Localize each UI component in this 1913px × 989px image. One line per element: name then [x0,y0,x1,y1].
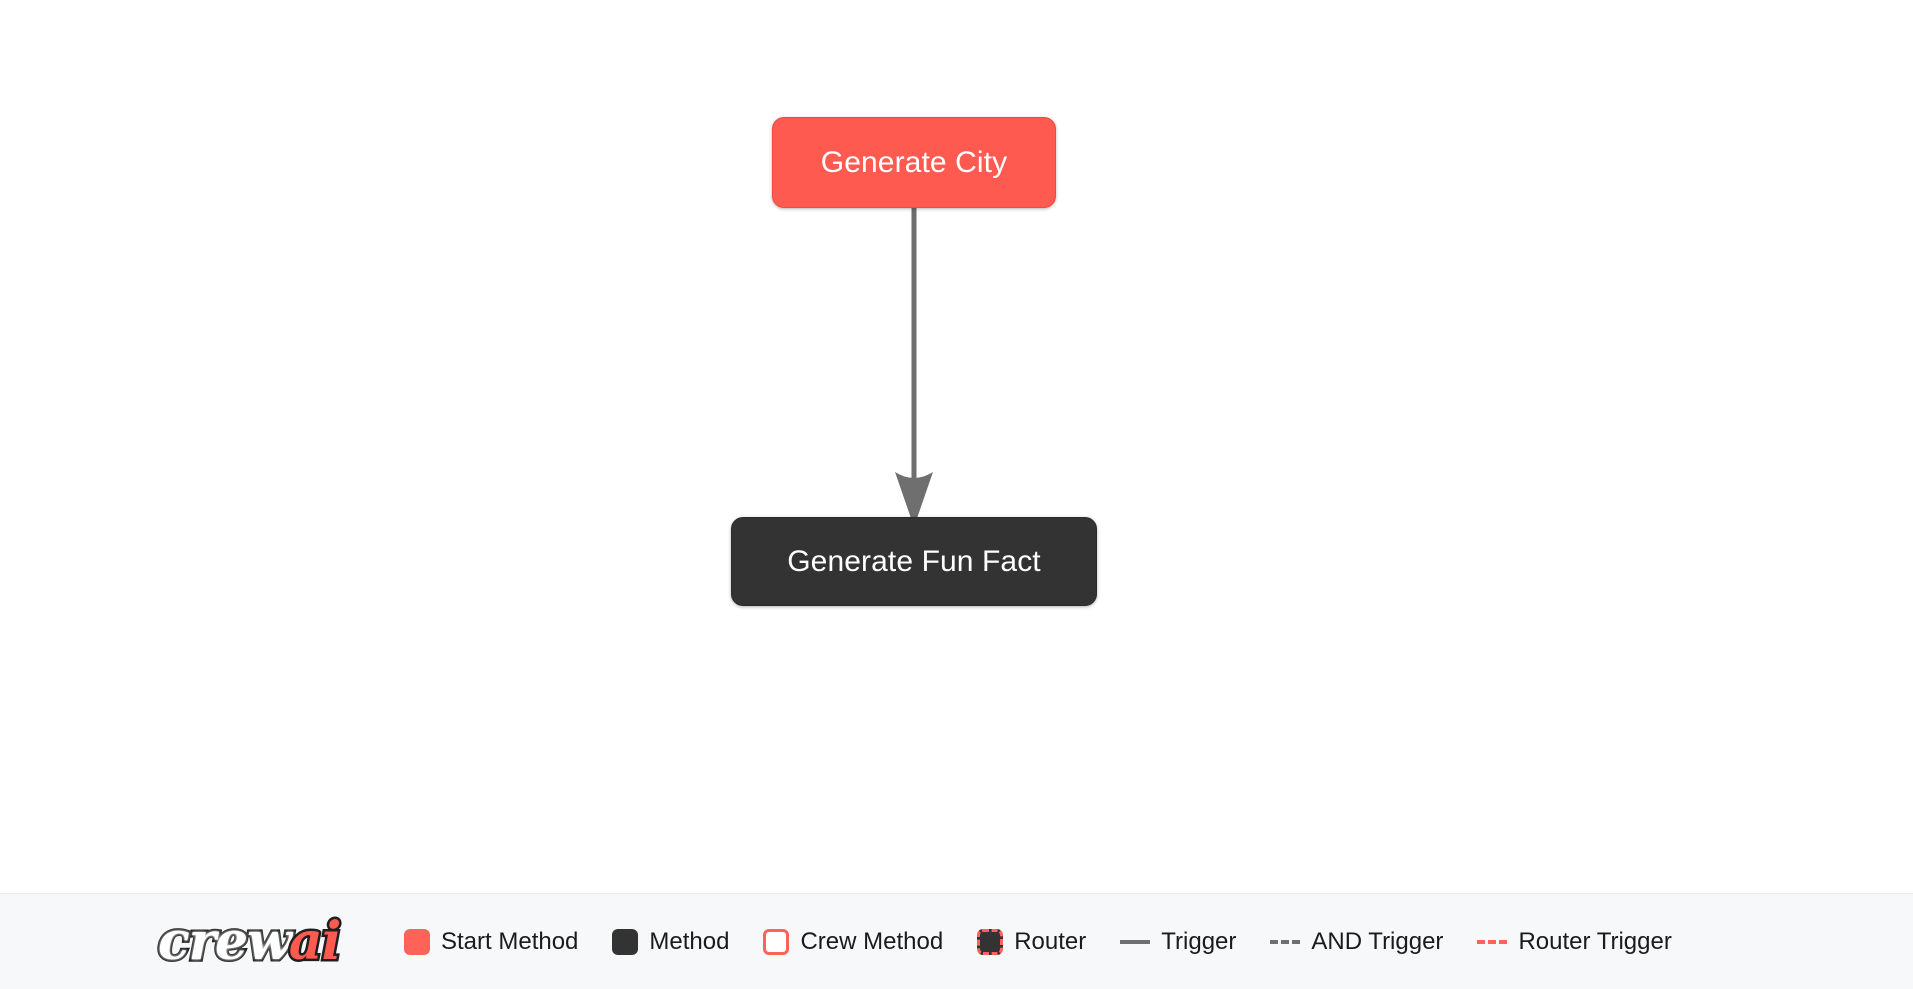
router-trigger-line-icon [1477,939,1508,944]
legend-item-router-trigger: Router Trigger [1477,927,1672,955]
legend-item-method: Method [612,927,730,955]
legend-item-router: Router [977,927,1087,955]
legend-item-label: Trigger [1161,927,1237,955]
flow-node-generate-fun-fact[interactable]: Generate Fun Fact [731,517,1097,606]
legend-item-label: Method [649,927,730,955]
legend-item-trigger: Trigger [1120,927,1237,955]
legend-bar: crew ai Start Method Method Crew Method … [0,893,1913,989]
legend-item-label: Router [1014,927,1087,955]
flow-node-label: Generate City [820,145,1008,179]
edge-generate-city-to-generate-fun-fact [895,208,933,527]
legend-item-and-trigger: AND Trigger [1270,927,1444,955]
crewai-logo-crew-text: crew [156,910,295,972]
router-swatch-icon [977,928,1004,955]
legend-item-label: Router Trigger [1518,927,1672,955]
flow-node-generate-city[interactable]: Generate City [772,117,1056,208]
start-method-swatch-icon [404,928,430,955]
flow-node-label: Generate Fun Fact [787,544,1041,578]
flow-canvas[interactable]: Generate City Generate Fun Fact [0,0,1913,893]
legend-item-label: Start Method [441,927,579,955]
legend-item-crew-method: Crew Method [763,927,944,955]
legend-item-start-method: Start Method [404,927,579,955]
crewai-logo-ai-text: ai [286,910,344,972]
and-trigger-line-icon [1270,939,1301,944]
legend-item-label: Crew Method [800,927,944,955]
crewai-logo: crew ai [156,910,344,972]
trigger-line-icon [1120,939,1151,944]
method-swatch-icon [612,928,639,955]
legend-items: Start Method Method Crew Method Router T… [404,927,1672,955]
legend-item-label: AND Trigger [1311,927,1444,955]
crew-method-swatch-icon [763,928,790,955]
